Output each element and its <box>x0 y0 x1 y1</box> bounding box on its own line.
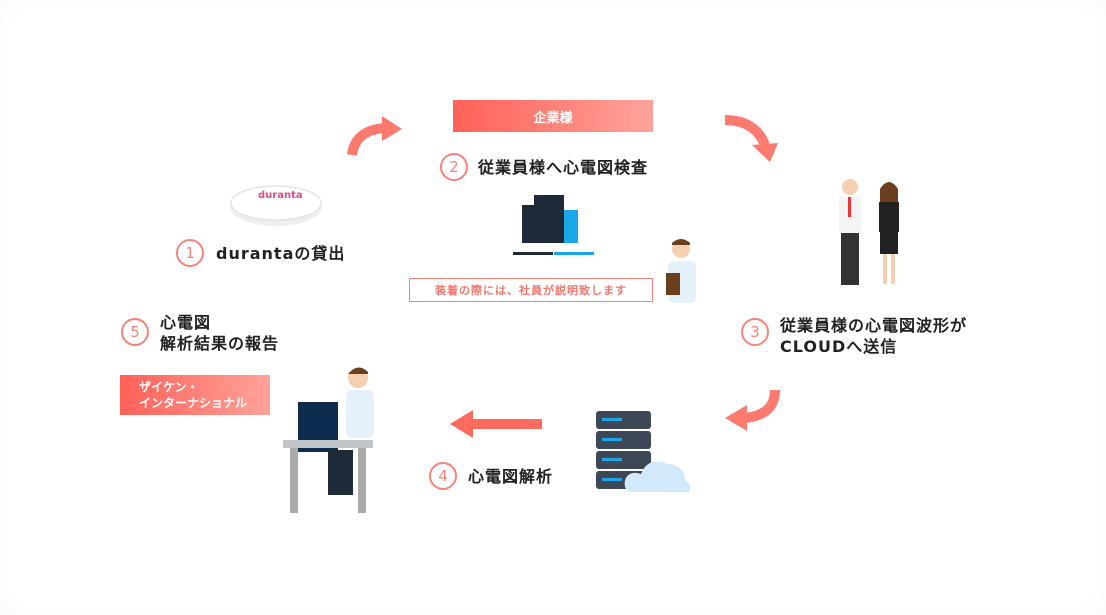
cloud-server-icon <box>596 411 691 492</box>
step-4-label: 心電図解析 <box>468 467 554 486</box>
building-icon <box>513 195 594 255</box>
step-3-line2: CLOUDへ送信 <box>780 337 898 356</box>
zaiken-banner: ザイケン・インターナショナル <box>120 375 270 415</box>
step-3-line1: 従業員様の心電図波形が <box>780 316 968 335</box>
zaiken-line1: ザイケン・ <box>139 380 199 394</box>
step-number: 1 <box>176 239 204 267</box>
device-logo: duranta <box>258 190 303 201</box>
step-5-line1: 心電図 <box>160 313 212 332</box>
step-5-line2: 解析結果の報告 <box>160 334 280 353</box>
step-5-label: 心電図解析結果の報告 <box>160 312 279 354</box>
arrow-curve-icon <box>347 116 402 156</box>
doctor-icon <box>666 239 696 303</box>
note-box: 装着の際には、社員が説明致します <box>409 278 653 302</box>
employees-icon <box>839 179 899 285</box>
step-2-label: 従業員様へ心電図検査 <box>478 158 649 177</box>
step-number: 4 <box>429 462 457 490</box>
arrow-curve-icon <box>724 115 778 162</box>
diagram-panel <box>10 8 1096 606</box>
step-1-label: durantaの貸出 <box>216 244 346 263</box>
arrow-curve-icon <box>725 389 780 431</box>
step-3-label: 従業員様の心電図波形が CLOUDへ送信 <box>780 315 967 357</box>
step-number: 5 <box>121 318 149 346</box>
zaiken-line2: インターナショナル <box>139 396 248 410</box>
analyst-at-desk-icon <box>283 367 374 513</box>
duranta-device-icon <box>230 185 322 226</box>
step-number: 3 <box>741 318 769 346</box>
arrow-left-icon <box>450 410 542 438</box>
company-banner: 企業様 <box>453 100 653 132</box>
step-number: 2 <box>440 153 468 181</box>
